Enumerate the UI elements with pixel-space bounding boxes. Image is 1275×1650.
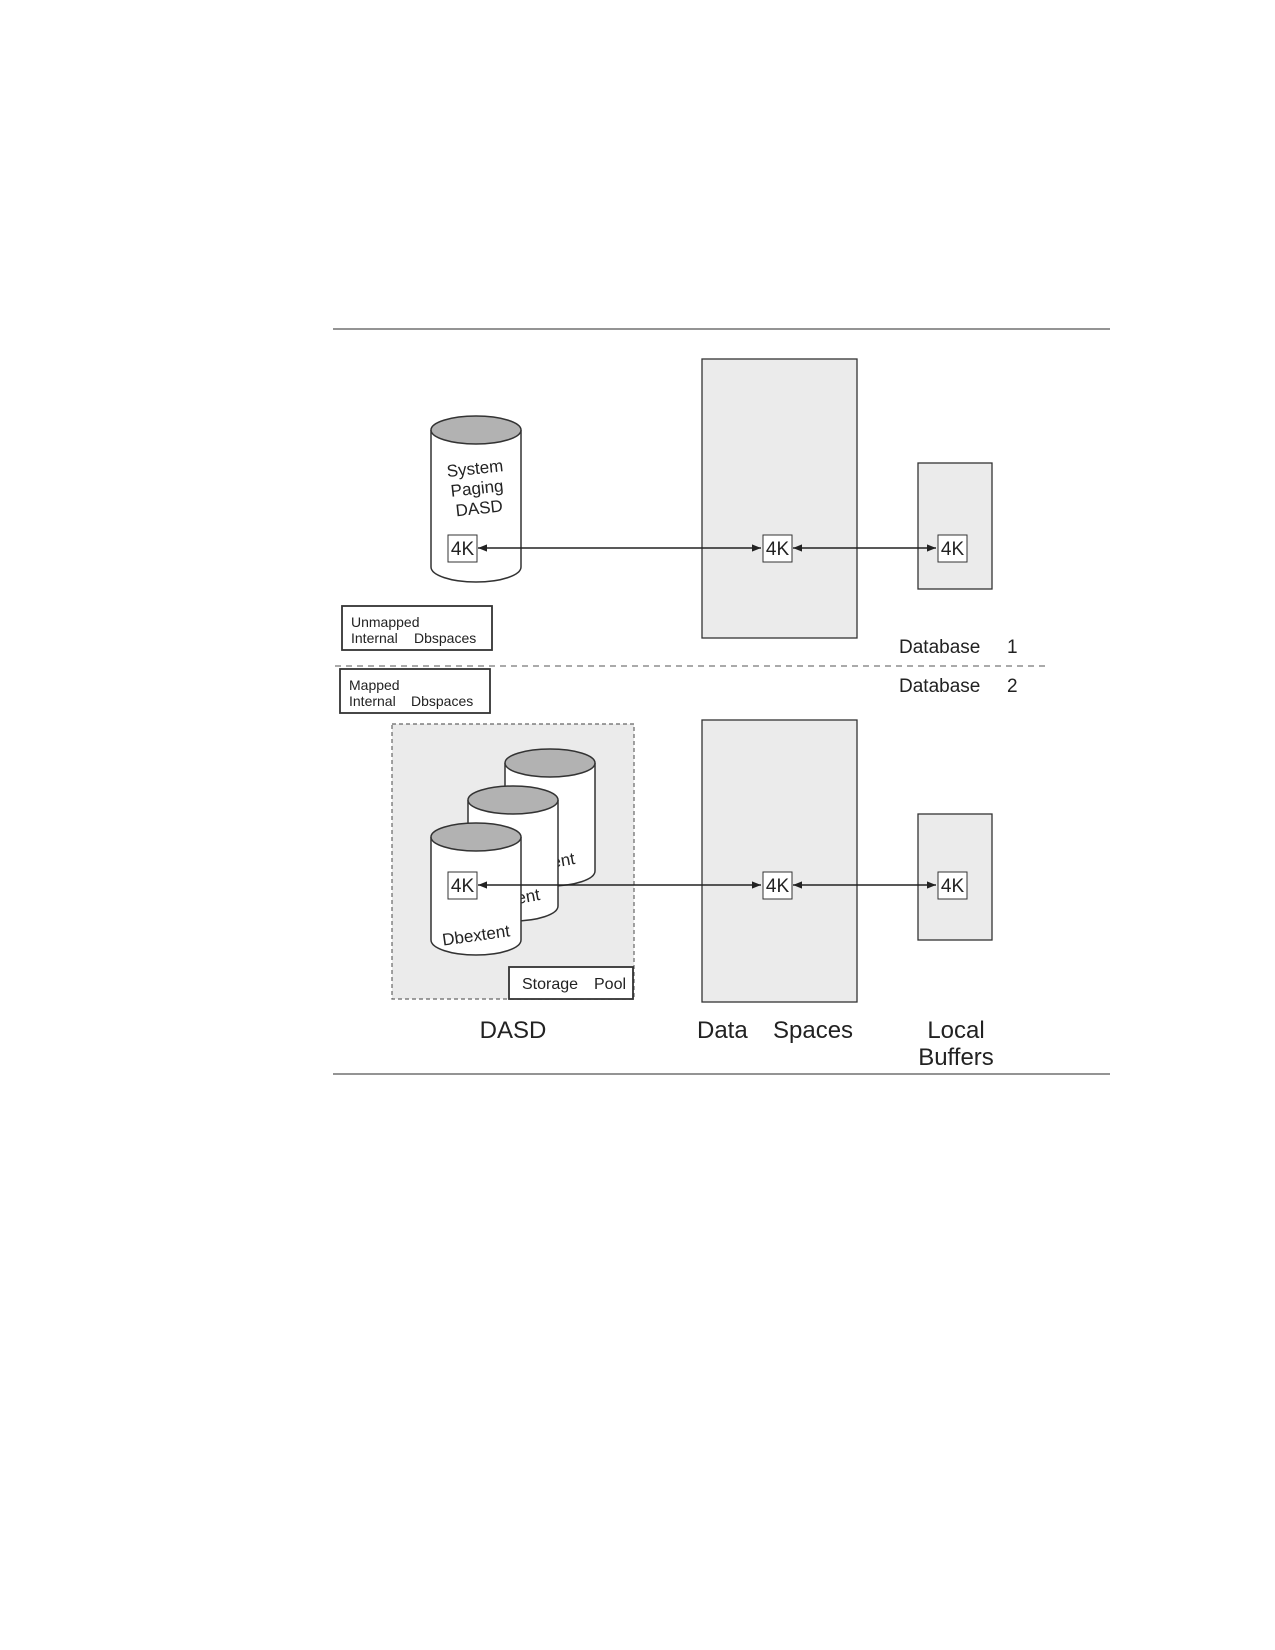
block-4k-dataspace-db2: 4K: [762, 871, 793, 900]
svg-text:4K: 4K: [451, 876, 475, 897]
database-1-number: 1: [1007, 637, 1018, 658]
column-label-buffers: Buffers: [918, 1044, 994, 1071]
data-space-db2: [701, 719, 858, 1003]
svg-text:Storage: Storage: [522, 976, 578, 993]
svg-text:4K: 4K: [941, 539, 965, 560]
svg-text:4K: 4K: [766, 876, 790, 897]
mapped-internal-dbspaces-box: Mapped Internal Dbspaces: [339, 668, 491, 714]
column-label-dasd: DASD: [480, 1017, 547, 1044]
data-space-db1: [701, 358, 858, 639]
storage-pool-label-box: Storage Pool: [508, 966, 634, 1000]
paging-dasd-line3: DASD: [455, 496, 504, 520]
svg-text:Pool: Pool: [594, 976, 626, 993]
column-label-spaces: Spaces: [773, 1017, 853, 1044]
column-label-local: Local: [927, 1017, 984, 1044]
svg-text:Dbspaces: Dbspaces: [411, 693, 473, 709]
svg-text:Unmapped: Unmapped: [351, 614, 420, 630]
block-4k-dasd-db1: 4K: [447, 534, 478, 563]
svg-text:4K: 4K: [766, 539, 790, 560]
svg-text:4K: 4K: [451, 539, 475, 560]
database-2-label: Database: [899, 676, 980, 697]
column-label-data: Data: [697, 1017, 748, 1044]
block-4k-buffer-db2: 4K: [937, 871, 968, 900]
local-buffer-db1: [917, 462, 993, 590]
svg-text:4K: 4K: [941, 876, 965, 897]
svg-text:Internal: Internal: [351, 630, 398, 646]
svg-text:Dbspaces: Dbspaces: [414, 630, 476, 646]
block-4k-dataspace-db1: 4K: [762, 534, 793, 563]
database-1-label: Database: [899, 637, 980, 658]
block-4k-buffer-db1: 4K: [937, 534, 968, 563]
block-4k-dasd-db2: 4K: [447, 871, 478, 900]
svg-text:Mapped: Mapped: [349, 677, 400, 693]
svg-text:Internal: Internal: [349, 693, 396, 709]
database-2-number: 2: [1007, 676, 1018, 697]
unmapped-internal-dbspaces-box: Unmapped Internal Dbspaces: [341, 605, 493, 651]
